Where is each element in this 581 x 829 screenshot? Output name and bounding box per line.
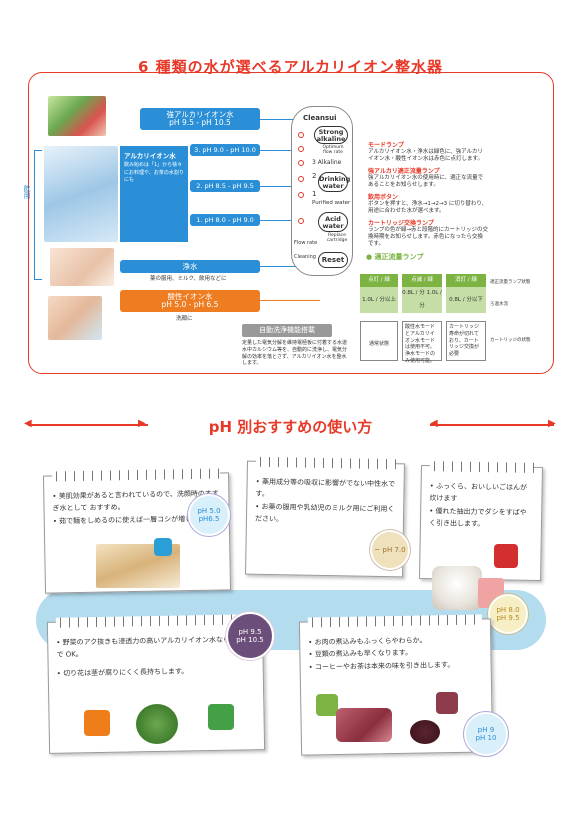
bar-ph1: 1. pH 8.0 - pH 9.0 — [190, 214, 260, 226]
indicator-lamp — [298, 176, 304, 182]
flow-note-1: 適正流量ランプ状態 — [490, 280, 531, 285]
beans-icon — [436, 692, 458, 714]
flow-lamp-title: ● 適正流量ランプ — [366, 253, 424, 261]
strong-flow-lamp-desc: 強アルカリイオン水の使用時に、適正な流量であることをお知らせします。 — [368, 174, 484, 189]
product-panel — [28, 72, 554, 374]
indicator-lamp — [298, 192, 304, 198]
title-arrow-right — [430, 424, 554, 426]
num-2-label: 2 — [312, 172, 317, 180]
purified-water-label: Purified water — [312, 200, 351, 206]
flow-note-2: ろ過水流 — [490, 302, 508, 307]
connector-line — [260, 186, 300, 187]
indicator-lamp — [298, 146, 304, 152]
replace-cartridge-label: Replace cartridge — [326, 233, 348, 243]
note-line: • 野菜のアク抜きも浸透力の高いアルカリイオン水なら短時間で OK。 — [56, 635, 252, 659]
cartridge-lamp-desc: ランプの色が緑→赤と段階的にカートリッジの交換時期をお知らせします。赤色になった… — [368, 226, 488, 248]
cartridge-lamp-head: カートリッジ交換ランプ — [368, 219, 434, 227]
broccoli-photo — [136, 704, 178, 744]
note-line: • 切り花は茎が腐りにくく長持ちします。 — [56, 666, 189, 678]
arrowhead-icon: ▶ — [138, 418, 146, 429]
note-line: • お薬の服用や乳幼児のミルク用にご利用ください。 — [254, 502, 395, 524]
alkaline-label: アルカリイオン水 — [124, 152, 176, 160]
arrowhead-icon: ◀ — [430, 418, 438, 429]
flow-note-3: カートリッジの状態 — [490, 338, 531, 343]
flow-col-3: 消灯 / 緑 0.8L / 分以下 カートリッジ寿命が切れており、カートリッジ交… — [446, 274, 486, 361]
alkaline-box — [120, 146, 188, 242]
rice-icon — [494, 544, 518, 568]
pot-icon — [316, 694, 338, 716]
drink-bracket — [34, 150, 42, 280]
auto-clean-desc: 定量した電気分解を維持電極板に付着する水道水中カルシウム等を、自動的に洗浄し、電… — [242, 340, 348, 367]
meat-photo — [336, 708, 392, 742]
note-line: • 優れた抽出力でダシをすばやく引き出します。 — [428, 506, 527, 528]
title-arrow-left — [28, 424, 148, 426]
mode-lamp-desc: アルカリイオン水・浄水は緑色に、強アルカリイオン水・酸性イオン水は赤色に点灯しま… — [368, 149, 483, 163]
alkaline-3-label: 3 Alkaline — [312, 159, 342, 166]
ph-badge-7: ~ pH 7.0 — [370, 530, 410, 570]
strong-alkaline-button[interactable]: Strong alkaline — [314, 126, 348, 144]
baby-photo — [50, 248, 114, 286]
section-title-ph-usage: pH 別おすすめの使い方 — [208, 418, 373, 436]
flow-lamp-table: 点灯 / 緑 1.0L / 分以上 通常状態 点滅 / 緑 0.8L / 分 1… — [360, 274, 486, 364]
arrowhead-icon: ▶ — [548, 418, 556, 429]
flower-icon — [208, 704, 234, 730]
strong-flow-lamp-head: 強アルカリ適正流量ランプ — [368, 167, 440, 175]
section-title-six-waters: 6 種類の水が選べるアルカリイオン整水器 — [137, 58, 444, 76]
arrowhead-icon: ◀ — [24, 418, 32, 429]
optimum-flow-label: Optimum flow rate — [322, 145, 344, 155]
acid-water-button[interactable]: Acid water — [318, 212, 348, 232]
beans-photo — [410, 720, 440, 744]
drink-button-head: 飲用ボタン — [368, 193, 399, 201]
alkaline-desc: 飲み始めは「1」から徐々にお料理や、お茶の水割りにも — [124, 162, 184, 183]
bar-purified: 浄水 — [120, 260, 260, 273]
note-line: • コーヒーやお茶は本来の味を引き出します。 — [308, 660, 455, 672]
glass-photo — [44, 146, 118, 242]
drinking-water-button[interactable]: Drinking water — [318, 172, 350, 192]
flow-col-2: 点滅 / 緑 0.8L / 分 1.0L / 分 酸性水モードとアルカリイオン水… — [402, 274, 442, 364]
drink-label: 飲用 — [23, 185, 31, 199]
face-icon — [154, 538, 172, 556]
indicator-lamp — [298, 218, 304, 224]
auto-clean-title: 自動洗浄機能搭載 — [242, 324, 332, 337]
flow-col-1: 点灯 / 緑 1.0L / 分以上 通常状態 — [360, 274, 398, 361]
reset-button[interactable]: Reset — [318, 252, 348, 268]
acid-desc: 洗顔に — [176, 316, 193, 322]
right-descriptions: モードランプ アルカリイオン水・浄水は緑色に、強アルカリイオン水・酸性イオン水は… — [368, 140, 488, 249]
note-line: • 薬用成分等の吸収に影響がでない中性水です。 — [255, 477, 396, 499]
drink-button-desc: ボタンを押すと、浄水→1→2→3 に切り替わり、用途に合わせた水が選べます。 — [368, 200, 488, 215]
indicator-lamp — [298, 132, 304, 138]
note-card-ph8: • ふっくら、おいしいごはんが炊けます • 優れた抽出力でダシをすばやく引き出し… — [419, 461, 543, 582]
flow-rate-label: Flow rate — [294, 240, 318, 246]
brand-logo: Cleansui — [303, 114, 337, 122]
note-line: • ふっくら、おいしいごはんが炊けます — [429, 482, 528, 503]
mode-lamp-head: モードランプ — [368, 142, 404, 149]
vegetable-icon — [84, 710, 110, 736]
connector-line — [260, 119, 312, 120]
connector-line — [260, 220, 296, 221]
connector-line — [260, 150, 304, 151]
spiral-binding — [429, 461, 535, 473]
purified-desc: 薬の服用、ミルク、飲用などに — [150, 276, 227, 282]
vegetables-photo — [48, 96, 106, 136]
num-1-label: 1 — [312, 190, 317, 198]
connector-line — [260, 266, 300, 267]
indicator-lamp — [298, 160, 304, 166]
bar-ph2: 2. pH 8.5 - pH 9.5 — [190, 180, 260, 192]
bar-ph3: 3. pH 9.0 - pH 10.0 — [190, 144, 260, 156]
connector-line — [260, 300, 320, 301]
cleaning-label: Cleaning — [294, 254, 316, 260]
rice-photo — [432, 566, 482, 610]
face-wash-photo — [48, 296, 102, 340]
